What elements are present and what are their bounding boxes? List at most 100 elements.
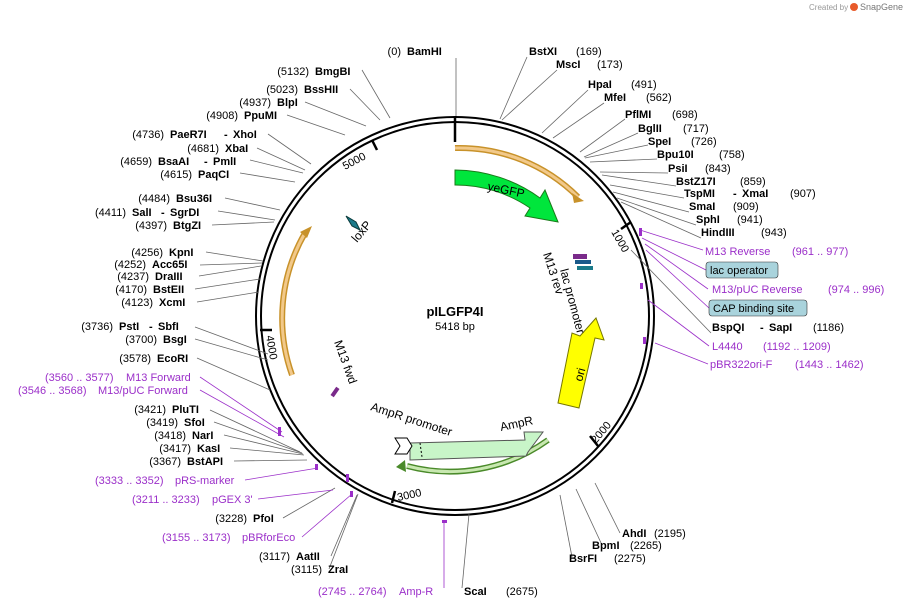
site-pos: (758) <box>719 149 745 161</box>
m13-fwd-feature <box>330 386 340 398</box>
site-name: XhoI <box>233 129 257 141</box>
site-pos: (4681) <box>187 143 219 155</box>
lac-operator-feature <box>575 260 591 264</box>
ampr-promoter-label: AmpR promoter <box>369 400 454 439</box>
site-pos: (5023) <box>266 84 298 96</box>
site-pos: (2265) <box>630 540 662 552</box>
site-name: PstI <box>119 321 139 333</box>
feature-range: (2745 .. 2764) <box>318 586 387 598</box>
svg-text:-: - <box>224 129 228 141</box>
site-name: XcmI <box>159 297 185 309</box>
ampr-feature <box>409 431 544 461</box>
site-name: TspMI <box>684 188 715 200</box>
cap-site-feature <box>577 266 593 270</box>
features-left: (3560 .. 3577) M13 Forward (3546 .. 3568… <box>18 372 433 598</box>
snapgene-logo-icon <box>850 3 858 11</box>
site-pos: (4736) <box>132 129 164 141</box>
site-pos: (4659) <box>120 156 152 168</box>
ampr-promoter-feature <box>394 437 413 455</box>
leader-lines-features-right <box>639 229 710 365</box>
feature-name: pBRforEco <box>242 532 295 544</box>
site-name: BstZ17I <box>676 176 716 188</box>
feature-name: CAP binding site <box>713 303 794 315</box>
m13-rev-feature <box>573 254 587 259</box>
feature-name: pRS-marker <box>175 475 235 487</box>
site-pos: (4484) <box>138 193 170 205</box>
site-pos: (4123) <box>121 297 153 309</box>
site-name: SbfI <box>158 321 179 333</box>
feature-name: M13/pUC Forward <box>98 385 188 397</box>
site-pos: (3115) <box>291 564 322 576</box>
site-pos: (4237) <box>117 271 149 283</box>
svg-text:-: - <box>733 188 737 200</box>
leader-lines-left <box>194 58 457 570</box>
site-name: HpaI <box>588 79 612 91</box>
plasmid-name: pILGFP4I <box>426 304 483 319</box>
ori-label: ori <box>571 366 588 383</box>
site-pos: (3367) <box>149 456 181 468</box>
site-pos: (4256) <box>131 247 163 259</box>
feature-range: (3546 .. 3568) <box>18 385 87 397</box>
tick-3000: 3000 <box>396 487 422 504</box>
site-name: DraIII <box>155 271 183 283</box>
site-name: BmgBI <box>315 66 350 78</box>
svg-text:-: - <box>161 207 165 219</box>
site-name: BpmI <box>592 540 620 552</box>
site-pos: (843) <box>705 163 731 175</box>
site-name: PaeR7I <box>170 129 207 141</box>
lac-promoter-label: lac promoter <box>557 267 588 335</box>
site-pos: (4908) <box>206 110 238 122</box>
site-pos: (941) <box>737 214 763 226</box>
sites-left: (0) BamHI (5132) BmgBI (5023) BssHII (49… <box>81 46 442 576</box>
site-pos: (726) <box>691 136 717 148</box>
site-pos: (907) <box>790 188 816 200</box>
site-name: AatII <box>296 551 320 563</box>
site-name: PmlI <box>213 156 236 168</box>
site-pos: (173) <box>597 59 623 71</box>
feature-range: (961 .. 977) <box>792 246 848 258</box>
site-name: BstXI <box>529 46 557 58</box>
site-name: HindIII <box>701 227 735 239</box>
site-pos: (2675) <box>506 586 538 598</box>
site-name: BglII <box>638 123 662 135</box>
tick-4000: 4000 <box>263 334 279 360</box>
feature-name: lac operator <box>710 265 768 277</box>
site-pos: (3418) <box>154 430 186 442</box>
feature-range: (3560 .. 3577) <box>45 372 114 384</box>
site-name: BamHI <box>407 46 442 58</box>
site-name: BtgZI <box>173 220 201 232</box>
tick-5000: 5000 <box>341 151 368 173</box>
site-name: PflMI <box>625 109 651 121</box>
feature-name: L4440 <box>712 341 743 353</box>
site-name: PaqCI <box>198 169 229 181</box>
site-pos: (4252) <box>114 259 146 271</box>
tick-marks <box>260 116 632 504</box>
yegfp-label: yeGFP <box>486 179 525 200</box>
site-name: Bpu10I <box>657 149 694 161</box>
leader-lines-features-left <box>199 376 445 588</box>
svg-text:-: - <box>204 156 208 168</box>
site-name: PluTI <box>172 404 199 416</box>
plasmid-size: 5418 bp <box>435 321 475 333</box>
site-pos: (2275) <box>614 553 646 565</box>
feature-name: pGEX 3' <box>212 494 253 506</box>
site-name: NarI <box>192 430 213 442</box>
site-pos: (717) <box>683 123 709 135</box>
site-name: BsrFI <box>569 553 597 565</box>
site-name: SfoI <box>184 417 205 429</box>
site-pos: (4397) <box>135 220 167 232</box>
site-name: PfoI <box>253 513 274 525</box>
site-name: EcoRI <box>157 353 188 365</box>
site-name: SphI <box>696 214 720 226</box>
site-name: MscI <box>556 59 580 71</box>
feature-range: (1192 .. 1209) <box>763 341 831 353</box>
site-name: BsgI <box>163 334 187 346</box>
sites-right: BstXI (169) MscI (173) HpaI (491) MfeI (… <box>464 46 844 598</box>
site-pos: (5132) <box>277 66 309 78</box>
features-right: M13 Reverse (961 .. 977) lac operator M1… <box>705 246 884 371</box>
site-pos: (3578) <box>119 353 151 365</box>
site-name: PsiI <box>668 163 688 175</box>
site-pos: (3419) <box>146 417 178 429</box>
site-pos: (3736) <box>81 321 113 333</box>
